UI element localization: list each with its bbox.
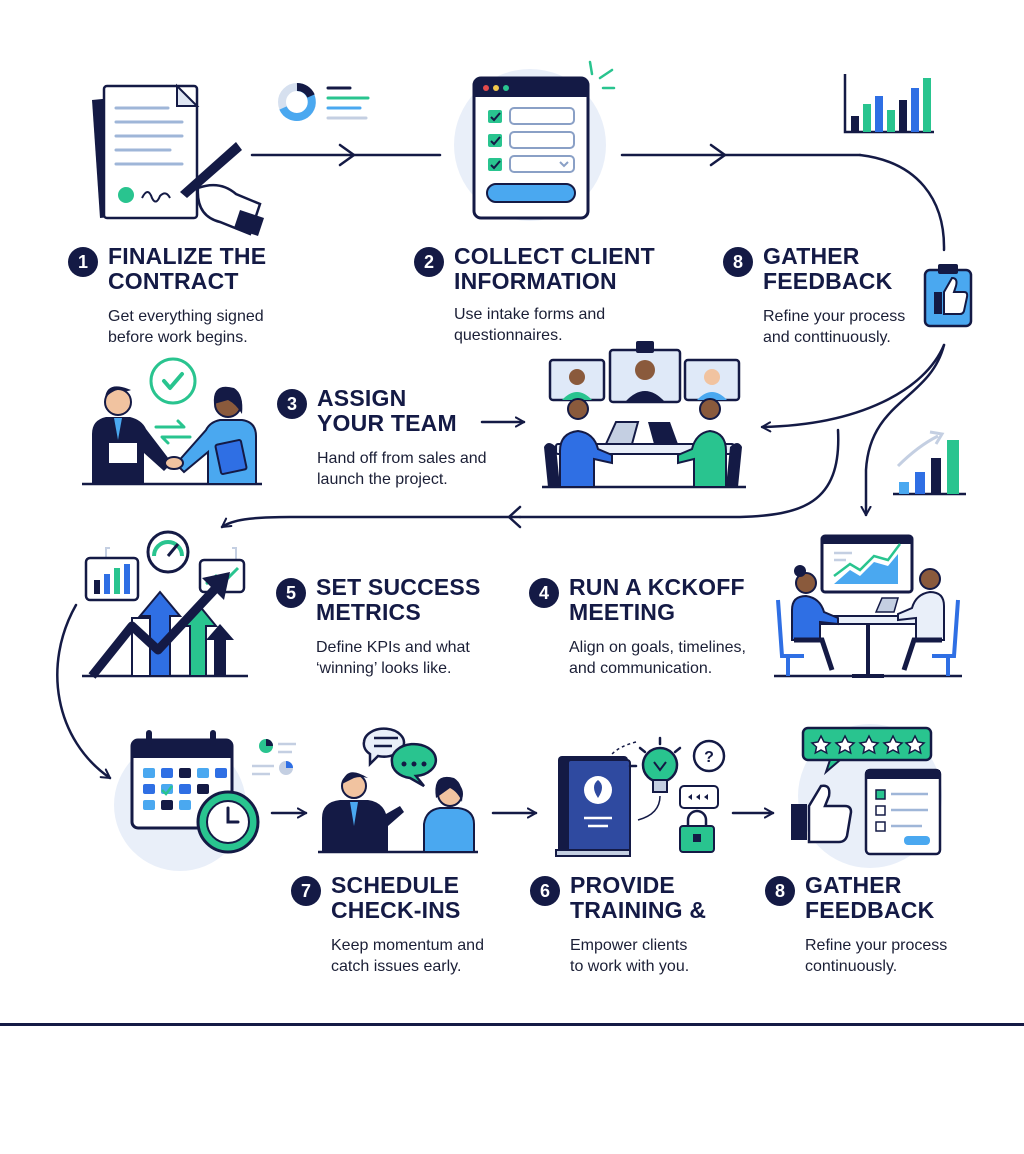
step-number-badge: 1 (68, 247, 98, 277)
step-2-collect-client-information: 2 COLLECT CLIENT INFORMATION Use intake … (414, 244, 655, 346)
step-1-finalize-contract: 1 FINALIZE THE CONTRACT Get everything s… (68, 244, 266, 348)
step-title: SCHEDULE (331, 872, 460, 898)
handshake-icon (82, 357, 262, 486)
growth-bars-accent-icon (893, 430, 966, 496)
step-title: FINALIZE THE (108, 243, 267, 269)
step-8-gather-feedback-top: 8 GATHER FEEDBACK Refine your process an… (723, 244, 905, 348)
svg-text:?: ? (704, 749, 714, 766)
step-number-badge: 8 (723, 247, 753, 277)
step-title: GATHER (763, 243, 860, 269)
step-description: Align on goals, timelines, (569, 639, 746, 656)
step-number-badge: 5 (276, 578, 306, 608)
step-title: RUN A KCKOFF (569, 574, 745, 600)
bar-chart-accent-icon (843, 74, 934, 134)
step-description: Use intake forms and (454, 306, 606, 323)
step-title: GATHER (805, 872, 902, 898)
bottom-divider (0, 1023, 1024, 1026)
step-title: PROVIDE (570, 872, 675, 898)
step-description: to work with you. (570, 958, 690, 975)
step-4-run-kickoff-meeting: 4 RUN A KCKOFF MEETING Align on goals, t… (529, 575, 746, 679)
step-number-badge: 7 (291, 876, 321, 906)
step-title: FEEDBACK (805, 897, 935, 923)
step-title: INFORMATION (454, 268, 617, 294)
step-title: SET SUCCESS (316, 574, 481, 600)
step-title: MEETING (569, 599, 676, 625)
training-book-icon: ? (555, 736, 726, 857)
step-description: ‘winning’ looks like. (316, 660, 452, 677)
step-description: Refine your process (763, 308, 906, 325)
flow-connectors (56, 143, 946, 813)
kickoff-meeting-icon (774, 534, 962, 678)
step-number-badge: 4 (529, 578, 559, 608)
step-8-gather-feedback-bottom: 8 GATHER FEEDBACK Refine your process co… (765, 873, 947, 977)
step-description: and communication. (569, 660, 713, 677)
five-star-review-icon (791, 724, 942, 868)
video-call-meeting-icon (542, 341, 746, 489)
step-title: YOUR TEAM (317, 410, 457, 436)
step-title: METRICS (316, 599, 421, 625)
step-number-badge: 8 (765, 876, 795, 906)
step-description: questionnaires. (454, 327, 563, 344)
step-6-provide-training: 6 PROVIDE TRAINING & Empower clients to … (530, 873, 706, 977)
step-7-schedule-check-ins: 7 SCHEDULE CHECK-INS Keep momentum and c… (291, 873, 484, 977)
step-description: Empower clients (570, 937, 688, 954)
step-description: catch issues early. (331, 958, 462, 975)
conversation-icon (318, 727, 478, 854)
growth-metrics-icon (82, 530, 248, 679)
step-title: TRAINING & (570, 897, 707, 923)
step-title: COLLECT CLIENT (454, 243, 655, 269)
step-description: Hand off from sales and (317, 450, 487, 467)
step-description: and conttinuously. (763, 329, 891, 346)
step-number-badge: 3 (277, 389, 307, 419)
step-3-assign-your-team: 3 ASSIGN YOUR TEAM Hand off from sales a… (277, 386, 487, 490)
step-number-badge: 6 (530, 876, 560, 906)
step-description: launch the project. (317, 471, 448, 488)
step-description: Get everything signed (108, 308, 264, 325)
step-description: Define KPIs and what (316, 639, 470, 656)
intake-form-icon (454, 60, 616, 221)
donut-list-accent-icon (278, 83, 370, 121)
step-description: before work begins. (108, 329, 248, 346)
step-description: continuously. (805, 958, 898, 975)
step-5-set-success-metrics: 5 SET SUCCESS METRICS Define KPIs and wh… (276, 575, 481, 679)
step-title: FEEDBACK (763, 268, 893, 294)
step-title: CHECK-INS (331, 897, 461, 923)
step-title: ASSIGN (317, 385, 407, 411)
step-description: Refine your process (805, 937, 948, 954)
step-title: CONTRACT (108, 268, 239, 294)
step-description: Keep momentum and (331, 937, 484, 954)
calendar-clock-icon (114, 730, 296, 871)
step-number-badge: 2 (414, 247, 444, 277)
thumbs-up-clipboard-icon (923, 264, 973, 328)
contract-signing-icon (92, 83, 264, 236)
